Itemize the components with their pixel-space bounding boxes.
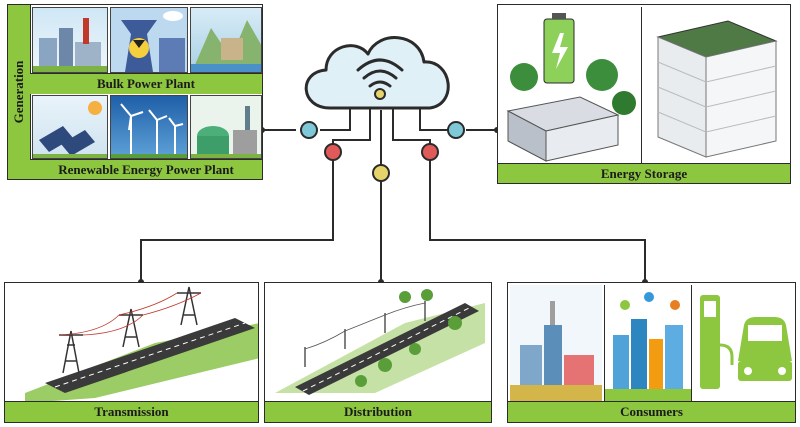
consumers-label: Consumers bbox=[508, 401, 795, 422]
smart-city-image bbox=[604, 285, 692, 401]
renewable-power-plant-label: Renewable Energy Power Plant bbox=[30, 159, 262, 179]
battery-rack-image bbox=[644, 7, 790, 163]
bulk-power-plant-label: Bulk Power Plant bbox=[30, 73, 262, 94]
biogas-plant-image bbox=[190, 95, 262, 159]
generation-panel: Generation Bulk Power Plant bbox=[7, 4, 263, 180]
nuclear-plant-image bbox=[110, 7, 188, 73]
solar-panels-image bbox=[32, 95, 108, 159]
node-consumers bbox=[421, 143, 439, 161]
ev-charging-image bbox=[694, 285, 795, 401]
distribution-label: Distribution bbox=[265, 401, 491, 422]
node-transmission bbox=[324, 143, 342, 161]
cloud-icon bbox=[304, 36, 450, 110]
generation-side-text: Generation bbox=[11, 60, 26, 124]
node-generation bbox=[300, 121, 318, 139]
industry-image bbox=[510, 285, 602, 401]
energy-storage-label: Energy Storage bbox=[498, 163, 790, 183]
battery-storage-image bbox=[500, 7, 642, 163]
node-distribution bbox=[372, 164, 390, 182]
transmission-image bbox=[25, 286, 258, 403]
bulk-plant-city-image bbox=[32, 7, 108, 73]
transmission-label: Transmission bbox=[5, 401, 258, 422]
transmission-panel: Transmission bbox=[4, 282, 259, 423]
node-storage bbox=[447, 121, 465, 139]
distribution-panel: Distribution bbox=[264, 282, 492, 423]
energy-storage-panel: Energy Storage bbox=[497, 4, 791, 184]
consumers-panel: Consumers bbox=[507, 282, 796, 423]
distribution-image bbox=[275, 289, 485, 395]
generation-side-label: Generation bbox=[8, 5, 31, 179]
wind-turbines-image bbox=[110, 95, 188, 159]
hydro-plant-image bbox=[190, 7, 262, 73]
